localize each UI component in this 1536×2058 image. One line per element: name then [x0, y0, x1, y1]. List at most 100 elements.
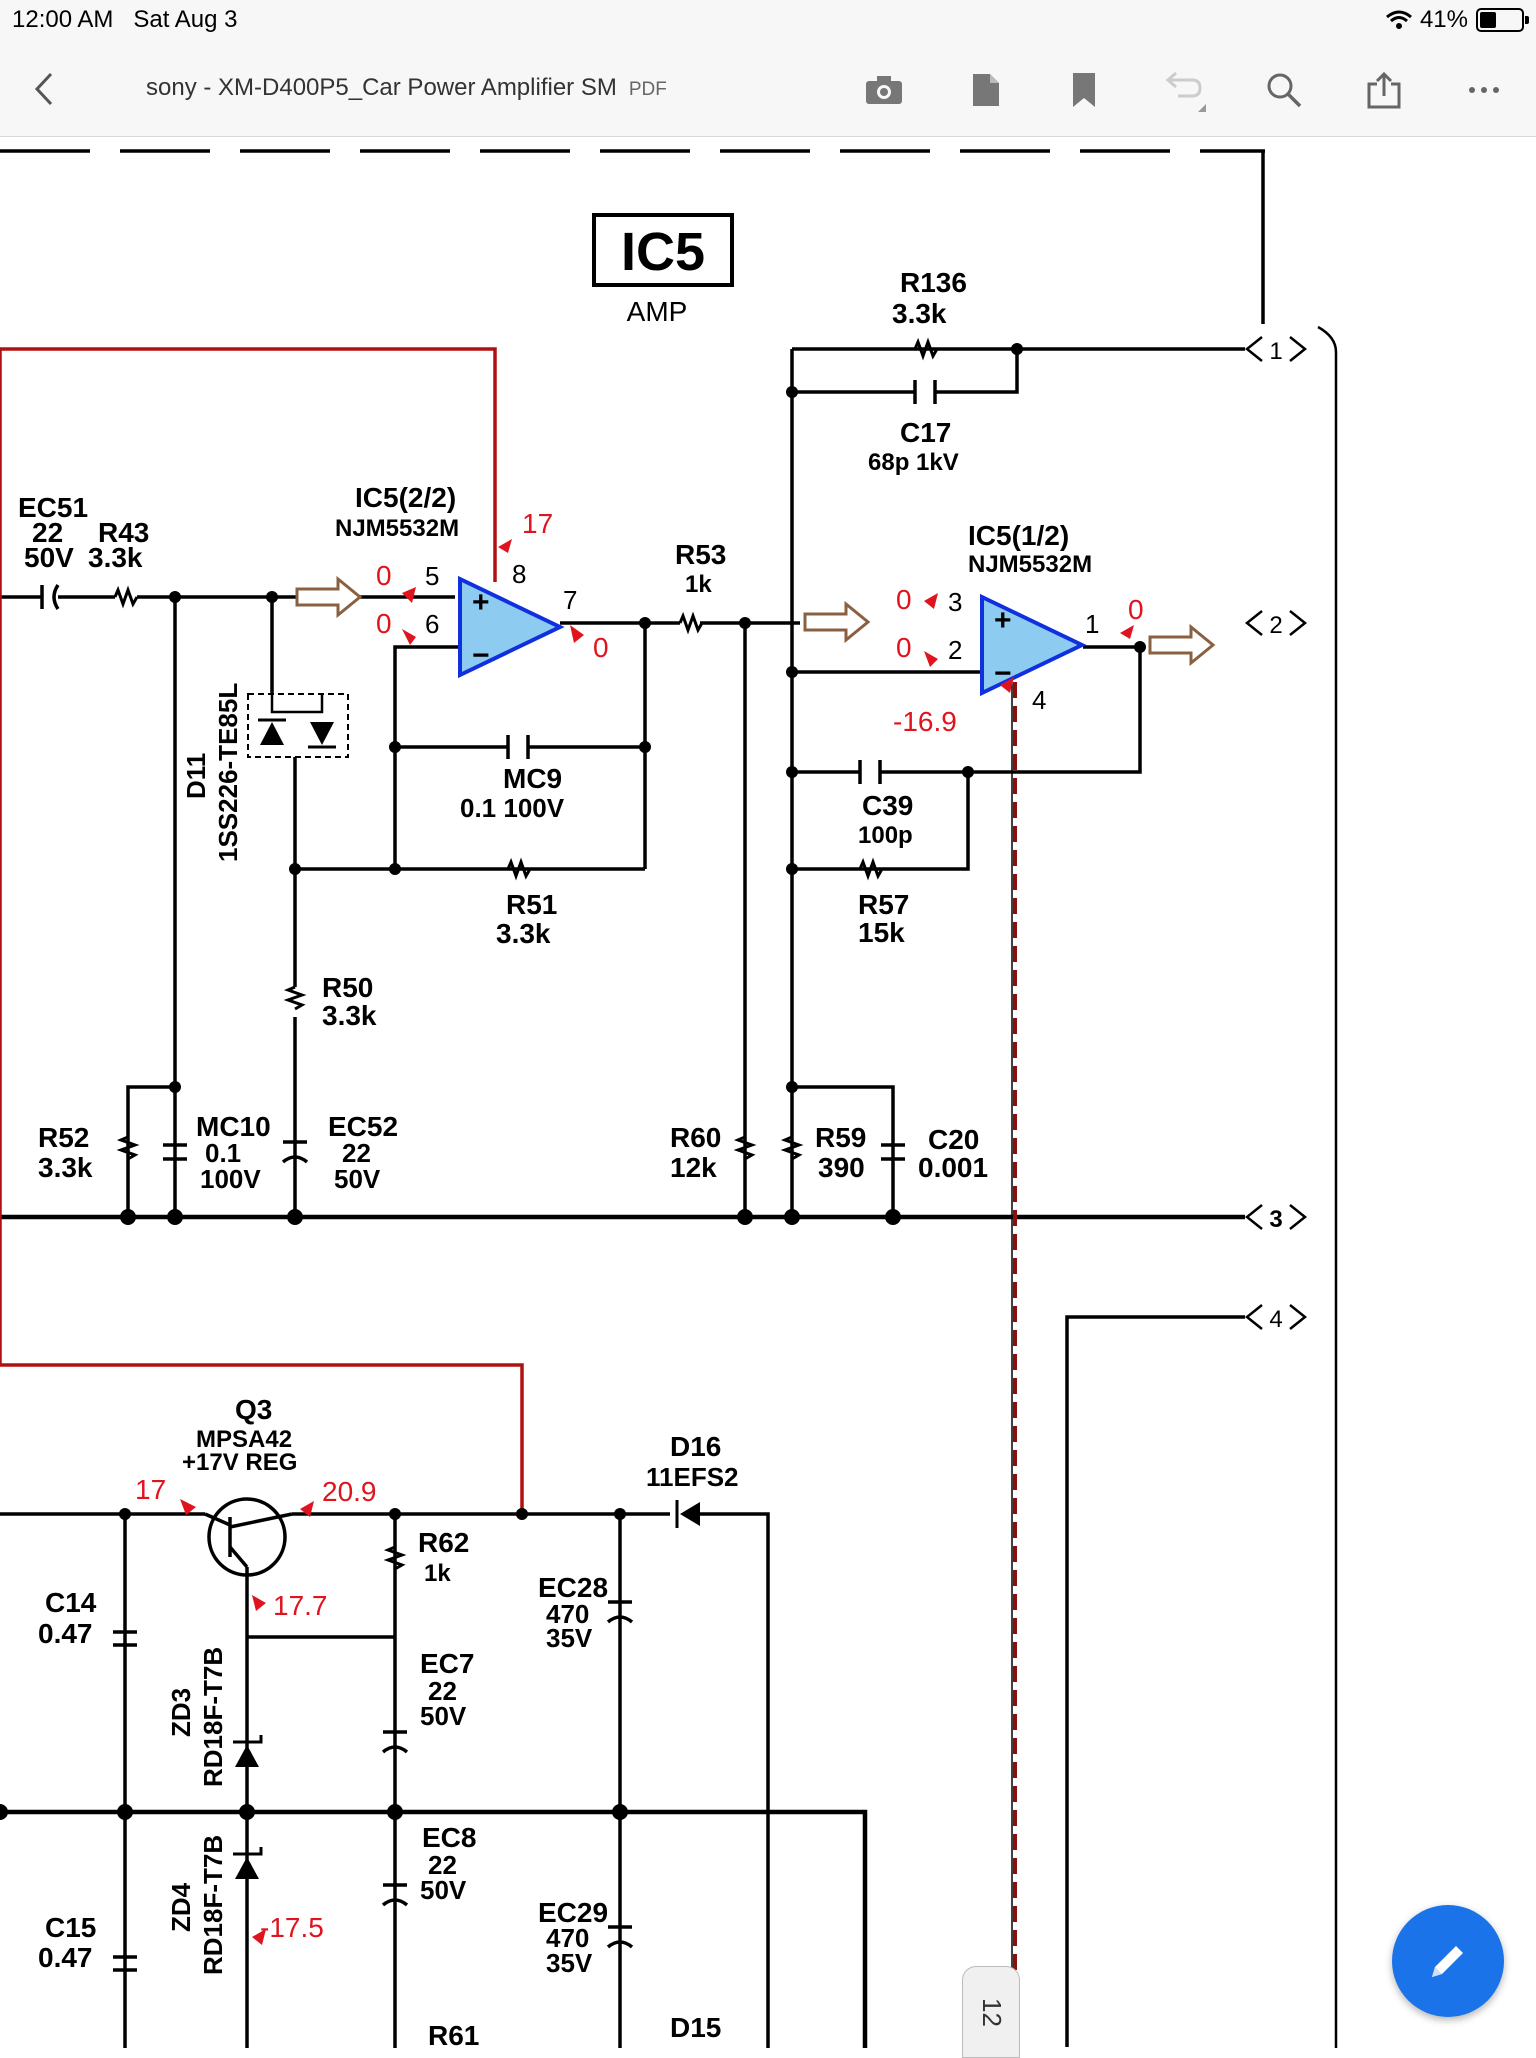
annotate-button[interactable]: [1392, 1905, 1504, 2017]
wifi-icon: [1385, 10, 1412, 29]
bookmark-button[interactable]: [1060, 66, 1108, 114]
ec7-voltage: 50V: [420, 1701, 467, 1731]
connector-4: 4: [1269, 1306, 1282, 1333]
d16-part: 11EFS2: [646, 1462, 739, 1492]
voltage-pointers: [180, 539, 1134, 1945]
mc9-value: 0.1 100V: [460, 793, 565, 823]
zd4-name: ZD4: [166, 1882, 196, 1932]
page-number-tab[interactable]: 12: [962, 1966, 1020, 2058]
pin-8: 8: [512, 559, 526, 589]
ic5-1-name: IC5(1/2): [968, 520, 1069, 551]
pin-6: 6: [425, 609, 439, 639]
document-name: sony - XM-D400P5_Car Power Amplifier SM: [146, 74, 617, 101]
voltage-pin5: 0: [376, 560, 392, 591]
ic5-subtitle: AMP: [627, 296, 688, 327]
zd4-part: RD18F-T7B: [198, 1835, 228, 1975]
pdf-page-view[interactable]: IC5 AMP + − + −: [0, 137, 1536, 2051]
zd3-part: RD18F-T7B: [198, 1647, 228, 1787]
c20-name: C20: [928, 1124, 979, 1155]
resistor-symbols: [113, 337, 939, 1571]
date-text: Sat Aug 3: [133, 6, 238, 33]
c15-value: 0.47: [38, 1942, 93, 1973]
r57-value: 15k: [858, 917, 905, 948]
q3-transistor: [204, 1497, 293, 1577]
r62-name: R62: [418, 1527, 469, 1558]
r60-name: R60: [670, 1122, 721, 1153]
voltage-pin6: 0: [376, 608, 392, 639]
camera-button[interactable]: [860, 66, 908, 114]
ec52-voltage: 50V: [334, 1164, 381, 1194]
d11-part: 1SS226-TE85L: [213, 683, 243, 862]
r52-value: 3.3k: [38, 1152, 93, 1183]
pencil-icon: [1432, 1946, 1463, 1977]
r59-name: R59: [815, 1122, 866, 1153]
back-button[interactable]: [22, 64, 66, 114]
voltage-pin7: 0: [593, 632, 609, 663]
zd3-name: ZD3: [166, 1688, 196, 1737]
capacitor-symbols: [40, 380, 937, 1972]
ec51-value: 22: [32, 517, 63, 548]
ec8-value: 22: [428, 1850, 457, 1880]
more-button[interactable]: [1460, 66, 1508, 114]
pin-5: 5: [425, 561, 439, 591]
voltage-pin8: 17: [522, 508, 553, 539]
connector-1: 1: [1269, 338, 1282, 365]
mc10-name: MC10: [196, 1111, 271, 1142]
status-bar: 12:00 AM Sat Aug 3 41%: [0, 0, 1536, 44]
connector-symbols: [1244, 336, 1308, 1330]
d11-diode-pair: [247, 693, 349, 758]
pin-7: 7: [563, 585, 577, 615]
opamp-ic5-2: [458, 575, 565, 679]
r136-value: 3.3k: [892, 298, 947, 329]
c17-name: C17: [900, 417, 951, 448]
search-icon: [1267, 73, 1302, 108]
more-icon: [1469, 87, 1499, 93]
mc10-value: 0.1: [205, 1138, 241, 1168]
c17-value: 68p 1kV: [868, 449, 959, 476]
undo-icon: [1165, 71, 1206, 112]
r53-name: R53: [675, 539, 726, 570]
signal-arrows: [295, 575, 1216, 667]
supply-traces: [0, 347, 524, 1514]
r43-name: R43: [98, 517, 149, 548]
d16-name: D16: [670, 1431, 721, 1462]
q3-function: +17V REG: [182, 1449, 297, 1476]
d16-diode: [680, 1502, 700, 1526]
ec28-value: 470: [546, 1599, 589, 1629]
svg-text:+: +: [472, 586, 490, 619]
voltage-pin4: -16.9: [893, 706, 957, 737]
ec51-voltage: 50V: [24, 542, 74, 573]
q3-part: MPSA42: [196, 1426, 292, 1453]
q3-name: Q3: [235, 1394, 272, 1425]
svg-text:−: −: [472, 639, 490, 672]
r52-name: R52: [38, 1122, 89, 1153]
pin-2: 2: [948, 635, 962, 665]
page-number: 12: [976, 1997, 1007, 2027]
undo-button[interactable]: [1160, 66, 1208, 114]
search-button[interactable]: [1260, 66, 1308, 114]
ec51-name: EC51: [18, 492, 88, 523]
bookmark-icon: [1073, 73, 1095, 107]
document-button[interactable]: [962, 66, 1010, 114]
r53-value: 1k: [685, 571, 712, 598]
chevron-left-icon: [34, 72, 53, 106]
voltage-q3-collector: 20.9: [322, 1476, 377, 1507]
schematic-drawing: IC5 AMP + − + −: [0, 149, 1338, 2051]
ec28-voltage: 35V: [546, 1623, 593, 1653]
r50-name: R50: [322, 972, 373, 1003]
ec52-value: 22: [342, 1138, 371, 1168]
c15-name: C15: [45, 1912, 96, 1943]
mc9-name: MC9: [503, 763, 562, 794]
connector-2: 2: [1269, 612, 1282, 639]
ec52-name: EC52: [328, 1111, 398, 1142]
share-button[interactable]: [1360, 66, 1408, 114]
r43-value: 3.3k: [88, 542, 143, 573]
r136-name: R136: [900, 267, 967, 298]
battery-percent: 41%: [1419, 6, 1468, 33]
c14-name: C14: [45, 1587, 97, 1618]
battery-icon: [1476, 8, 1529, 32]
voltage-q3-emitter: 17.7: [273, 1590, 328, 1621]
status-time: 12:00 AM Sat Aug 3: [12, 6, 238, 34]
voltage-pin2: 0: [896, 632, 912, 663]
